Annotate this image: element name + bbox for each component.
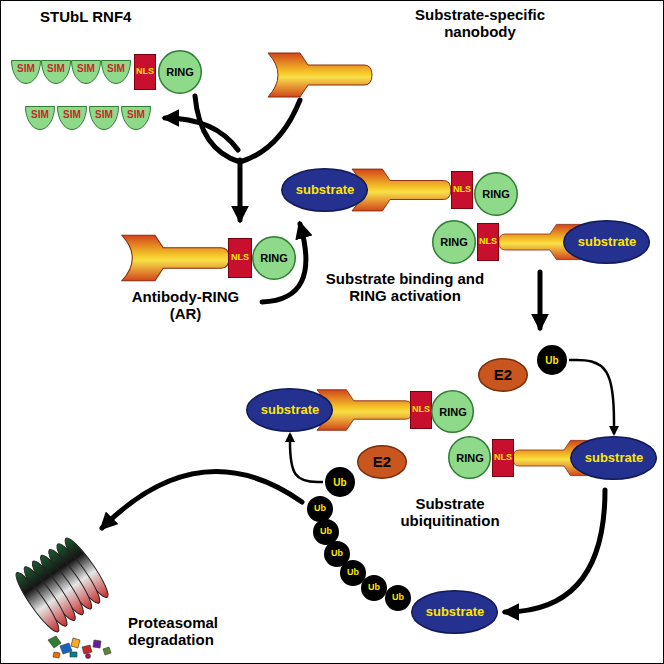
sim-domain: SIM bbox=[71, 60, 101, 84]
node-text: NLS bbox=[412, 405, 430, 415]
sim-domain: SIM bbox=[57, 106, 87, 130]
node-text: Ub bbox=[314, 504, 326, 514]
nanobody bbox=[268, 53, 372, 97]
proteasome bbox=[11, 534, 113, 635]
node-text: Ub bbox=[320, 527, 332, 537]
caption-label: Substrate-specific nanobody bbox=[380, 6, 580, 41]
flow-arrow bbox=[505, 490, 605, 612]
node-text: E2 bbox=[373, 454, 391, 471]
node-text: RING bbox=[440, 236, 468, 248]
node-text: SIM bbox=[47, 63, 65, 74]
ubiquitin-circle: Ub bbox=[385, 585, 411, 611]
ring-domain: RING bbox=[252, 236, 296, 280]
flow-arrow bbox=[538, 272, 543, 328]
node-text: RING bbox=[456, 452, 484, 464]
caption-label: Substrate ubiquitination bbox=[385, 495, 515, 530]
sim-domain: SIM bbox=[89, 106, 119, 130]
e2-enzyme: E2 bbox=[357, 445, 407, 479]
flow-arrows bbox=[102, 96, 605, 612]
node-text: substrate bbox=[296, 183, 355, 197]
substrate-ellipse: substrate bbox=[563, 220, 650, 264]
node-text: SIM bbox=[95, 109, 113, 120]
caption-label: STUbL RNF4 bbox=[40, 8, 131, 25]
flow-arrow bbox=[240, 100, 300, 162]
node-text: RING bbox=[260, 252, 288, 264]
node-text: SIM bbox=[107, 63, 125, 74]
nanobody bbox=[122, 235, 229, 280]
node-text: SIM bbox=[77, 63, 95, 74]
ubiquitin-circle: Ub bbox=[325, 467, 355, 497]
node-text: RING bbox=[482, 188, 510, 200]
nls-box: NLS bbox=[477, 223, 499, 261]
node-text: substrate bbox=[261, 403, 320, 417]
node-text: SIM bbox=[127, 109, 145, 120]
node-text: RING bbox=[439, 406, 467, 418]
sim-domain: SIM bbox=[41, 60, 71, 84]
sim-domain: SIM bbox=[101, 60, 131, 84]
caption-label: Proteasomal degradation bbox=[128, 614, 278, 649]
flow-arrow bbox=[102, 472, 302, 528]
substrate-ellipse: substrate bbox=[570, 436, 657, 480]
node-text: Ub bbox=[347, 568, 359, 578]
ubiquitin-circle: Ub bbox=[537, 345, 567, 375]
node-text: substrate bbox=[426, 605, 485, 619]
ring-domain: RING bbox=[474, 172, 518, 216]
e2-enzyme: E2 bbox=[478, 358, 528, 392]
node-text: E2 bbox=[494, 367, 512, 384]
node-text: NLS bbox=[494, 453, 512, 463]
substrate-ellipse: substrate bbox=[281, 168, 368, 212]
node-text: NLS bbox=[453, 185, 471, 195]
flow-arrow bbox=[165, 118, 238, 150]
sim-domain: SIM bbox=[121, 106, 151, 130]
node-text: Ub bbox=[331, 549, 343, 559]
node-text: Ub bbox=[368, 583, 380, 593]
nls-box: NLS bbox=[451, 171, 473, 209]
node-text: NLS bbox=[231, 253, 249, 263]
nls-box: NLS bbox=[492, 439, 514, 477]
nls-box: NLS bbox=[410, 391, 432, 429]
node-text: SIM bbox=[63, 109, 81, 120]
ubiquitin-transfer-arrow bbox=[290, 434, 323, 482]
ubiquitin-circle: Ub bbox=[307, 496, 333, 522]
nls-box: NLS bbox=[134, 54, 156, 90]
sim-domain: SIM bbox=[11, 60, 41, 84]
ring-domain: RING bbox=[158, 50, 202, 94]
node-text: RING bbox=[166, 66, 194, 78]
ubiquitin-circle: Ub bbox=[313, 519, 339, 545]
node-text: Ub bbox=[392, 593, 404, 603]
ring-domain: RING bbox=[432, 220, 476, 264]
node-text: Ub bbox=[545, 355, 558, 366]
nls-box: NLS bbox=[228, 238, 252, 278]
caption-label: Antibody-RING (AR) bbox=[118, 288, 253, 323]
flow-arrow bbox=[238, 160, 243, 220]
node-text: NLS bbox=[479, 237, 497, 247]
ubiquitin-circle: Ub bbox=[324, 541, 350, 567]
substrate-ellipse: substrate bbox=[411, 590, 498, 634]
node-text: Ub bbox=[333, 477, 346, 488]
sim-domain: SIM bbox=[25, 106, 55, 130]
ubiquitin-circle: Ub bbox=[361, 575, 387, 601]
node-text: NLS bbox=[136, 67, 154, 77]
ring-domain: RING bbox=[431, 390, 474, 433]
node-text: substrate bbox=[578, 235, 637, 249]
node-text: substrate bbox=[585, 451, 644, 465]
node-text: SIM bbox=[31, 109, 49, 120]
ubiquitin-transfer-arrow bbox=[569, 360, 614, 434]
nanobody-shapes bbox=[122, 53, 596, 476]
peptide-fragments bbox=[48, 636, 111, 659]
caption-label: Substrate binding and RING activation bbox=[315, 270, 495, 305]
ring-domain: RING bbox=[448, 436, 491, 479]
substrate-ellipse: substrate bbox=[246, 388, 333, 432]
node-text: SIM bbox=[17, 63, 35, 74]
